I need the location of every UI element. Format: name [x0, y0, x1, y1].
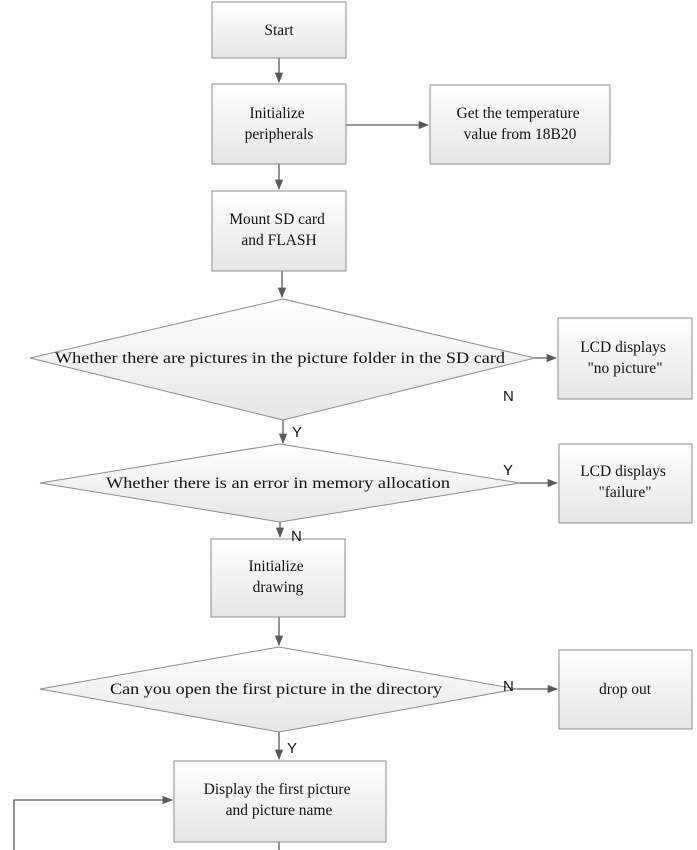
decision-open-picture: Can you open the first picture in the di…: [39, 646, 518, 733]
edge-label-memory-no: N: [291, 528, 302, 545]
node-drop-out: drop out: [558, 649, 693, 730]
svg-text:Mount SD card and FLASH: Mount SD card and FLASH: [229, 211, 328, 249]
node-display-first-picture: Display the first picture and picture na…: [173, 760, 387, 843]
node-lcd-no-picture-line2: "no picture": [587, 360, 662, 377]
edge-label-memory-yes: Y: [503, 462, 513, 479]
decision-open-picture-label: Can you open the first picture in the di…: [110, 681, 442, 698]
node-display-first-picture-line1: Display the first picture: [204, 781, 351, 798]
decision-memory-label: Whether there is an error in memory allo…: [106, 475, 450, 492]
node-lcd-failure-line2: "failure": [598, 484, 651, 501]
node-get-temperature-line2: value from 18B20: [464, 126, 577, 143]
loop-back-arrow: [13, 795, 174, 850]
edge-label-pictures-yes: Y: [292, 424, 302, 441]
node-start: Start: [211, 1, 347, 59]
decision-pictures-label: Whether there are pictures in the pictur…: [55, 350, 505, 367]
node-lcd-no-picture: LCD displays "no picture": [557, 317, 693, 400]
node-init-drawing-line2: drawing: [253, 579, 304, 596]
node-lcd-no-picture-line1: LCD displays: [580, 339, 666, 356]
decision-memory: Whether there is an error in memory allo…: [39, 443, 521, 523]
svg-text:Display the first picture: Display the first picture and picture na…: [204, 781, 355, 819]
node-drop-out-label: drop out: [599, 681, 652, 698]
edge-label-open-no: N: [503, 678, 514, 695]
node-display-first-picture-line2: and picture name: [226, 802, 333, 819]
edge-label-open-yes: Y: [287, 740, 297, 757]
node-get-temperature: Get the temperature value from 18B20: [429, 84, 611, 165]
node-init-drawing: Initialize drawing: [210, 538, 346, 618]
node-init-peripherals-line2: peripherals: [245, 126, 314, 143]
edge-label-pictures-no: N: [503, 388, 514, 405]
node-init-peripherals: Initialize peripherals: [211, 83, 347, 165]
node-lcd-failure-line1: LCD displays: [580, 463, 666, 480]
node-start-label: Start: [264, 22, 294, 39]
svg-text:LCD displays "no picture: LCD displays "no picture": [580, 339, 670, 377]
svg-text:Initialize peripherals: Initialize peripherals: [245, 105, 314, 143]
node-init-drawing-line1: Initialize: [249, 558, 304, 575]
node-mount-sd-line2: and FLASH: [241, 232, 316, 249]
svg-text:Get the temperature valu: Get the temperature value from 18B20: [457, 105, 584, 143]
edge-labels: N Y Y N N Y: [287, 388, 514, 757]
node-mount-sd: Mount SD card and FLASH: [211, 190, 347, 272]
node-init-peripherals-line1: Initialize: [250, 105, 305, 122]
svg-text:Initialize drawing: Initialize drawing: [249, 558, 308, 596]
node-get-temperature-line1: Get the temperature: [457, 105, 580, 122]
node-lcd-failure: LCD displays "failure": [558, 443, 693, 524]
svg-text:LCD displays "failure": LCD displays "failure": [580, 463, 670, 501]
connectors: [13, 58, 559, 850]
decision-pictures: Whether there are pictures in the pictur…: [29, 298, 536, 421]
node-mount-sd-line1: Mount SD card: [229, 211, 325, 228]
